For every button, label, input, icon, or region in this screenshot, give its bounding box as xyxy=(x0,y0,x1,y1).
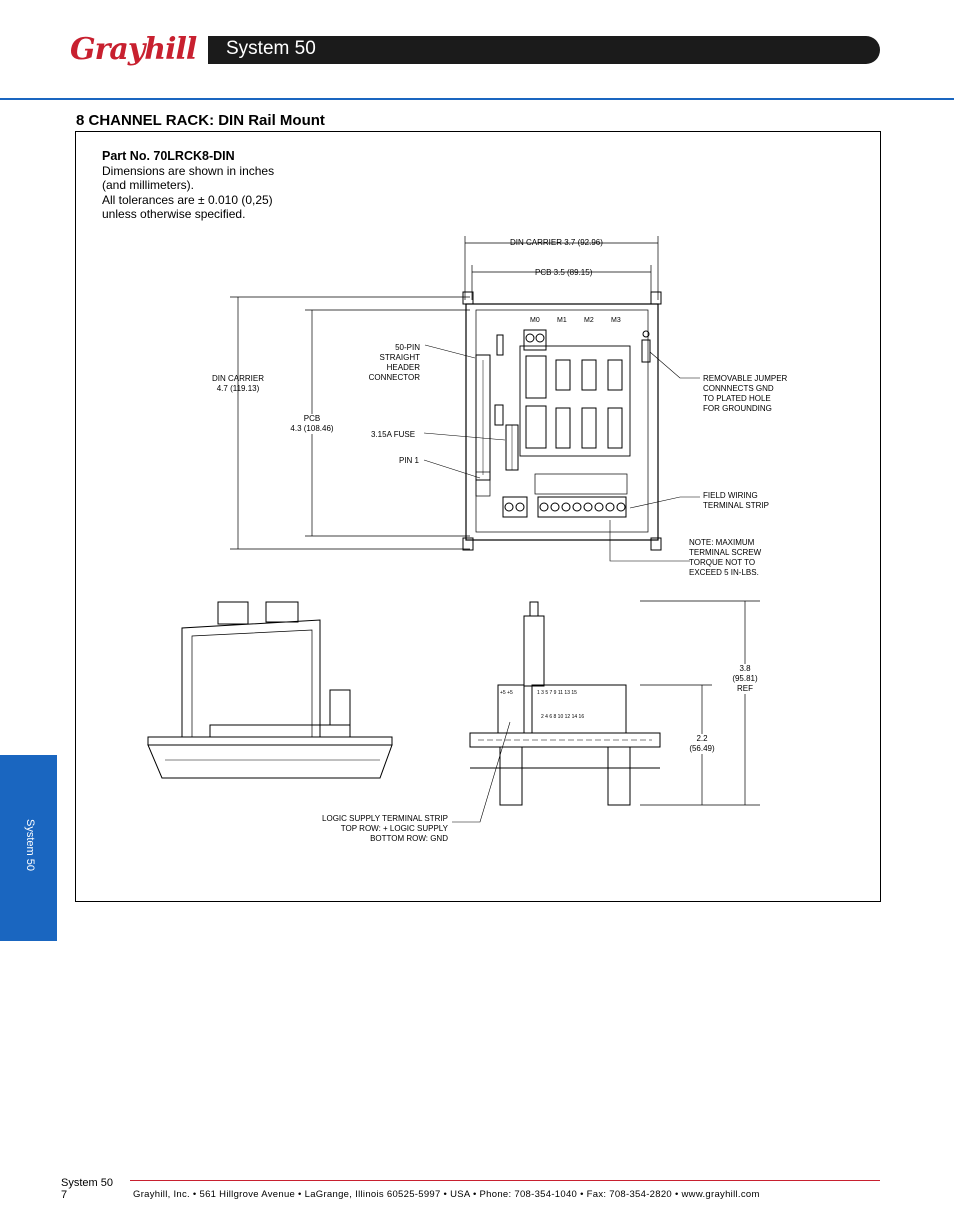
pin1-label: PIN 1 xyxy=(399,456,420,465)
din-height-line: 4.7 (119.13) xyxy=(216,384,260,393)
pcb-height-line: 4.3 (108.46) xyxy=(290,424,334,433)
footer-page-number: 7 xyxy=(61,1189,68,1201)
din-height-line: DIN CARRIER xyxy=(211,374,264,383)
side-tab: System 50 xyxy=(0,755,57,941)
h38-line: (95.81) xyxy=(732,674,758,683)
header-rule xyxy=(0,98,954,100)
torque-line: NOTE: MAXIMUM xyxy=(689,538,755,547)
footer-contact: Grayhill, Inc. • 561 Hillgrove Avenue • … xyxy=(133,1189,760,1200)
footer-system: System 50 xyxy=(61,1177,113,1189)
jumper-line: TO PLATED HOLE xyxy=(703,394,771,403)
jumper-line: REMOVABLE JUMPER xyxy=(703,374,788,383)
pcb-width-label: PCB 3.5 (89.15) xyxy=(535,268,593,277)
height-22-label: 2.2 (56.49) xyxy=(680,734,724,754)
header-line: HEADER xyxy=(386,363,420,372)
header-line: STRAIGHT xyxy=(379,353,420,362)
m1-label: M1 xyxy=(557,317,567,324)
terminal-screws xyxy=(504,502,626,512)
fuse-label: 3.15A FUSE xyxy=(371,430,416,439)
title-bar: System 50 xyxy=(208,36,880,64)
jumper-label: REMOVABLE JUMPER CONNNECTS GND TO PLATED… xyxy=(703,374,787,414)
page-title: System 50 xyxy=(226,38,316,59)
field-wiring-label: FIELD WIRING TERMINAL STRIP xyxy=(703,491,769,511)
plus-labels: +5 +5 xyxy=(500,690,513,696)
note-line: unless otherwise specified. xyxy=(102,207,246,221)
jumper-line: FOR GROUNDING xyxy=(703,404,772,413)
logo-text: Grayhill xyxy=(70,32,197,67)
field-line: FIELD WIRING xyxy=(703,491,758,500)
logic-line: TOP ROW: + LOGIC SUPPLY xyxy=(340,824,448,833)
field-line: TERMINAL STRIP xyxy=(703,501,769,510)
note-line: All tolerances are ± 0.010 (0,25) xyxy=(102,192,273,207)
m3-label: M3 xyxy=(611,317,621,324)
m0-label: M0 xyxy=(530,317,540,324)
h38-line: 3.8 xyxy=(739,664,751,673)
h38-line: REF xyxy=(737,684,753,693)
logic-supply-label: LOGIC SUPPLY TERMINAL STRIP TOP ROW: + L… xyxy=(300,814,448,844)
h22-line: 2.2 xyxy=(696,734,708,743)
header-line: 50-PIN xyxy=(395,343,420,352)
section-title: 8 CHANNEL RACK: DIN Rail Mount xyxy=(76,112,325,129)
h22-line: (56.49) xyxy=(689,744,715,753)
footer-rule xyxy=(130,1180,880,1181)
note-line: (and millimeters). xyxy=(102,178,195,192)
drawing-frame xyxy=(75,131,881,902)
note-line: Dimensions are shown in inches xyxy=(102,163,275,178)
side-view-left xyxy=(147,601,393,779)
height-38-label: 3.8 (95.81) REF xyxy=(725,664,765,694)
m2-label: M2 xyxy=(584,317,594,324)
pcb-height-label: PCB 4.3 (108.46) xyxy=(272,414,352,434)
torque-line: TERMINAL SCREW xyxy=(689,548,762,557)
header-line: CONNECTOR xyxy=(368,373,420,382)
bottom-row-numbers: 2 4 6 8 10 12 14 16 xyxy=(541,714,585,720)
logic-line: LOGIC SUPPLY TERMINAL STRIP xyxy=(322,814,448,823)
torque-line: TORQUE NOT TO xyxy=(689,558,756,567)
header-connector-label: 50-PIN STRAIGHT HEADER CONNECTOR xyxy=(340,343,420,383)
logic-line: BOTTOM ROW: GND xyxy=(370,834,448,843)
grayhill-logo: Grayhill xyxy=(70,32,210,72)
jumper-line: CONNNECTS GND xyxy=(703,384,774,393)
part-number: Part No. 70LRCK8-DIN xyxy=(102,149,235,163)
din-height-label: DIN CARRIER 4.7 (119.13) xyxy=(198,374,278,394)
pcb-height-line: PCB xyxy=(303,414,321,423)
spec-notes: Part No. 70LRCK8-DIN Dimensions are show… xyxy=(102,149,274,222)
torque-line: EXCEED 5 IN-LBS. xyxy=(689,568,759,577)
din-width-label: DIN CARRIER 3.7 (92.96) xyxy=(510,238,603,247)
top-row-numbers: 1 3 5 7 9 11 13 15 xyxy=(537,690,577,696)
side-view-right xyxy=(469,601,661,806)
torque-note: NOTE: MAXIMUM TERMINAL SCREW TORQUE NOT … xyxy=(689,538,761,578)
